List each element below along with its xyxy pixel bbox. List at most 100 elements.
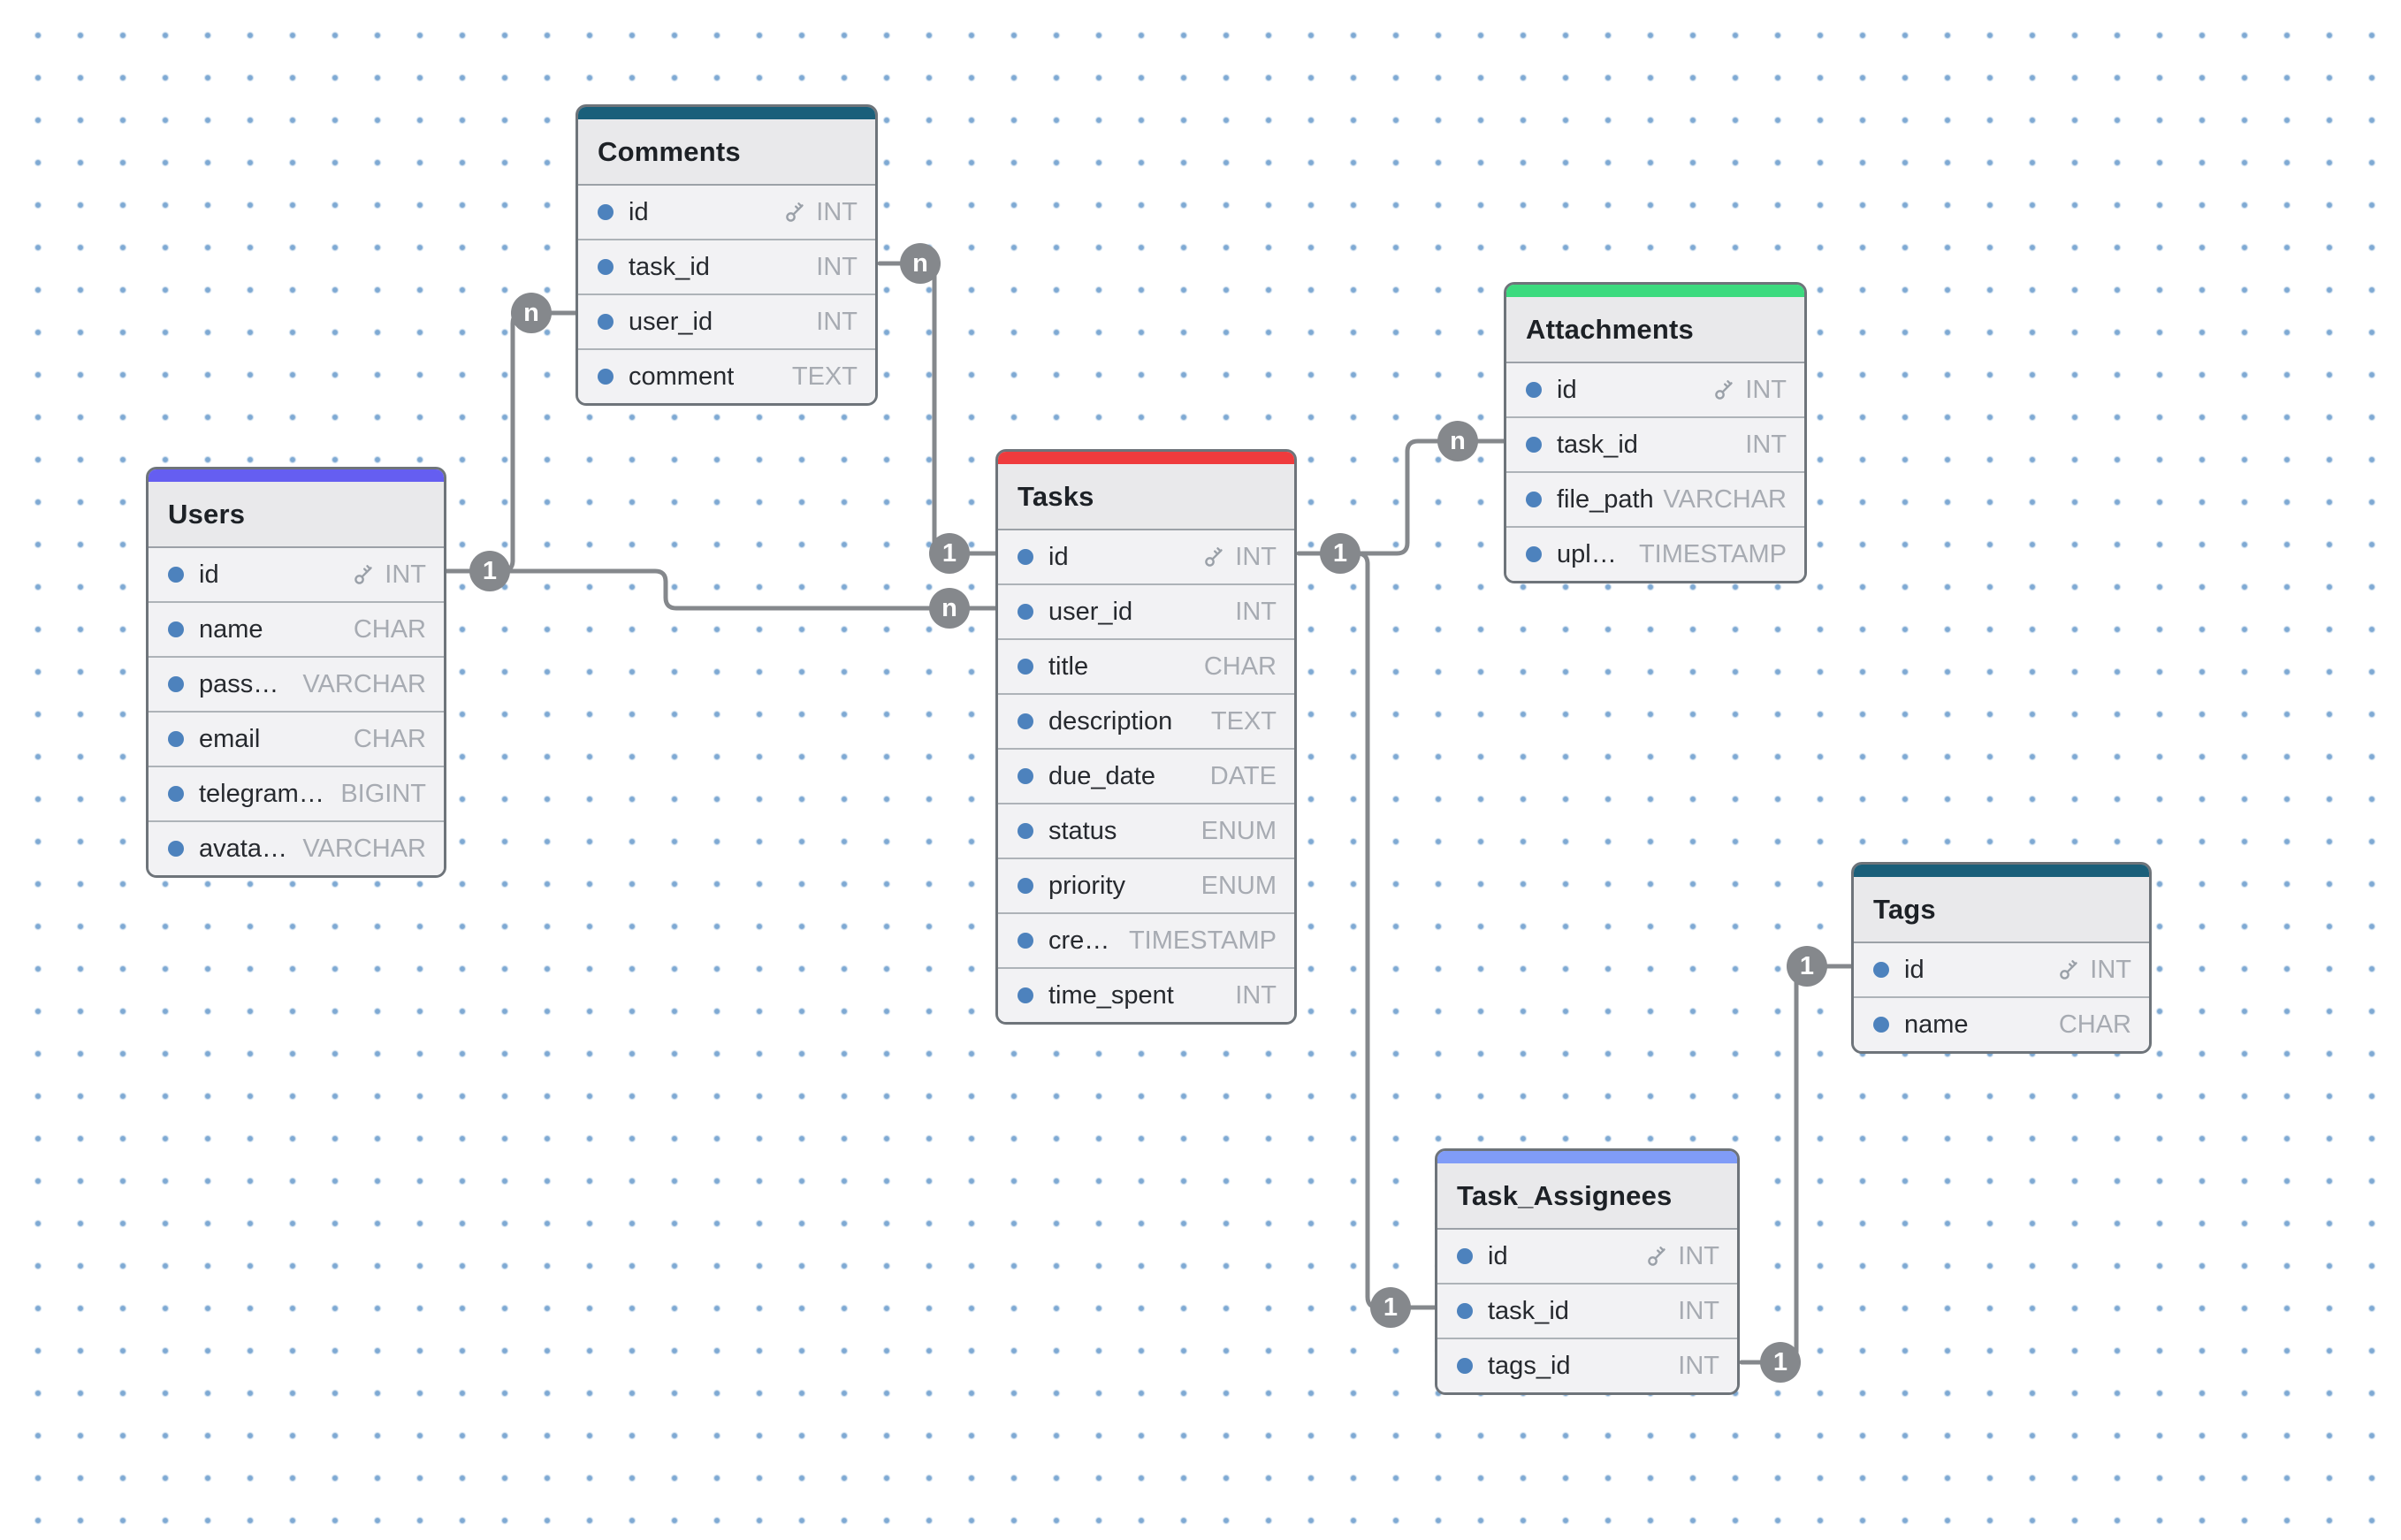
field-row[interactable]: name CHAR [149, 601, 444, 656]
field-row[interactable]: created... TIMESTAMP [998, 912, 1294, 967]
field-row[interactable]: id INT [1854, 942, 2149, 996]
field-name: id [629, 197, 649, 226]
cardinality-badge: 1 [1760, 1342, 1801, 1383]
table-attachments[interactable]: Attachments id INT task_id INT file_path… [1504, 282, 1807, 583]
table-title: Task_Assignees [1457, 1179, 1673, 1211]
field-name: tags_id [1488, 1351, 1571, 1380]
field-name: task_id [1557, 430, 1638, 459]
field-row[interactable]: id INT [578, 184, 875, 239]
field-type: CHAR [1203, 652, 1277, 681]
field-row[interactable]: due_date DATE [998, 748, 1294, 803]
field-bullet-icon [168, 786, 184, 802]
field-row[interactable]: id INT [1506, 362, 1804, 416]
table-task-assignees[interactable]: Task_Assignees id INT task_id INT tags_i… [1435, 1148, 1740, 1395]
field-bullet-icon [1018, 878, 1033, 894]
table-title-row[interactable]: Task_Assignees [1437, 1163, 1737, 1228]
relationship-line-tags-task-assignees [1739, 964, 1856, 1365]
cardinality-badge: n [900, 243, 941, 284]
primary-key-icon [1715, 380, 1734, 400]
field-bullet-icon [1018, 823, 1033, 839]
field-row[interactable]: password VARCHAR [149, 656, 444, 711]
field-type: INT [1235, 980, 1277, 1010]
field-bullet-icon [598, 259, 614, 275]
field-type: INT [1678, 1351, 1719, 1380]
table-title-row[interactable]: Users [149, 482, 444, 546]
table-users[interactable]: Users id INT name CHAR password VARCHAR … [146, 467, 446, 878]
table-title-row[interactable]: Attachments [1506, 297, 1804, 362]
field-name: id [1904, 955, 1925, 984]
field-row[interactable]: description TEXT [998, 693, 1294, 748]
table-header-colorbar [1854, 865, 2149, 877]
table-tags[interactable]: Tags id INT name CHAR [1851, 862, 2152, 1054]
table-title-row[interactable]: Tasks [998, 464, 1294, 529]
field-row[interactable]: upload... TIMESTAMP [1506, 526, 1804, 581]
field-row[interactable]: id INT [998, 529, 1294, 583]
field-row[interactable]: task_id INT [1506, 416, 1804, 471]
field-bullet-icon [1018, 768, 1033, 784]
field-row[interactable]: name CHAR [1854, 996, 2149, 1051]
field-type: INT [816, 252, 858, 281]
field-type: VARCHAR [302, 669, 426, 698]
cardinality-badge: 1 [1370, 1287, 1411, 1328]
field-row[interactable]: file_path VARCHAR [1506, 471, 1804, 526]
field-name: name [199, 614, 263, 644]
cardinality-badge: 1 [1320, 533, 1361, 574]
field-name: email [199, 724, 261, 753]
field-name: name [1904, 1010, 1969, 1039]
table-comments[interactable]: Comments id INT task_id INT user_id INT … [575, 104, 878, 406]
table-title: Tags [1873, 893, 1936, 925]
field-row[interactable]: status ENUM [998, 803, 1294, 858]
field-bullet-icon [1526, 437, 1542, 453]
table-title: Users [168, 498, 246, 530]
field-row[interactable]: time_spent INT [998, 967, 1294, 1022]
field-bullet-icon [168, 841, 184, 857]
table-title-row[interactable]: Comments [578, 119, 875, 184]
field-bullet-icon [598, 369, 614, 385]
field-type: INT [2047, 956, 2131, 985]
table-tasks[interactable]: Tasks id INT user_id INT title CHAR desc… [995, 449, 1297, 1025]
table-title-row[interactable]: Tags [1854, 877, 2149, 942]
field-row[interactable]: task_id INT [578, 239, 875, 294]
table-title: Tasks [1018, 480, 1094, 512]
field-name: status [1048, 816, 1117, 845]
field-row[interactable]: tags_id INT [1437, 1338, 1737, 1392]
field-name: id [1557, 375, 1577, 404]
field-name: file_path [1557, 484, 1654, 514]
field-row[interactable]: user_id INT [578, 294, 875, 348]
field-row[interactable]: email CHAR [149, 711, 444, 766]
cardinality-badge: 1 [469, 551, 510, 591]
field-type: INT [773, 198, 858, 227]
field-row[interactable]: user_id INT [998, 583, 1294, 638]
cardinality-badge: 1 [1787, 946, 1827, 987]
field-row[interactable]: avatar_pa... VARCHAR [149, 820, 444, 875]
field-name: password [199, 669, 294, 698]
field-row[interactable]: id INT [1437, 1228, 1737, 1283]
field-name: comment [629, 362, 735, 391]
field-bullet-icon [1018, 659, 1033, 675]
field-name: time_spent [1048, 980, 1174, 1010]
field-bullet-icon [1526, 546, 1542, 562]
field-name: id [1048, 542, 1069, 571]
field-name: id [1488, 1241, 1508, 1270]
cardinality-badge: 1 [929, 533, 970, 574]
field-name: telegram_id [199, 779, 332, 808]
field-bullet-icon [598, 204, 614, 220]
field-row[interactable]: id INT [149, 546, 444, 601]
field-type: TEXT [791, 362, 858, 391]
field-row[interactable]: telegram_id BIGINT [149, 766, 444, 820]
field-name: task_id [1488, 1296, 1569, 1325]
field-row[interactable]: priority ENUM [998, 858, 1294, 912]
field-bullet-icon [1457, 1248, 1473, 1264]
field-bullet-icon [1873, 1017, 1889, 1033]
field-row[interactable]: task_id INT [1437, 1283, 1737, 1338]
field-row[interactable]: title CHAR [998, 638, 1294, 693]
field-bullet-icon [1018, 713, 1033, 729]
field-bullet-icon [168, 621, 184, 637]
field-type: DATE [1209, 761, 1277, 790]
field-name: upload... [1557, 539, 1630, 568]
field-name: user_id [1048, 597, 1133, 626]
field-type: TIMESTAMP [1128, 926, 1277, 955]
field-name: created... [1048, 926, 1120, 955]
field-type: TIMESTAMP [1638, 539, 1787, 568]
field-row[interactable]: comment TEXT [578, 348, 875, 403]
